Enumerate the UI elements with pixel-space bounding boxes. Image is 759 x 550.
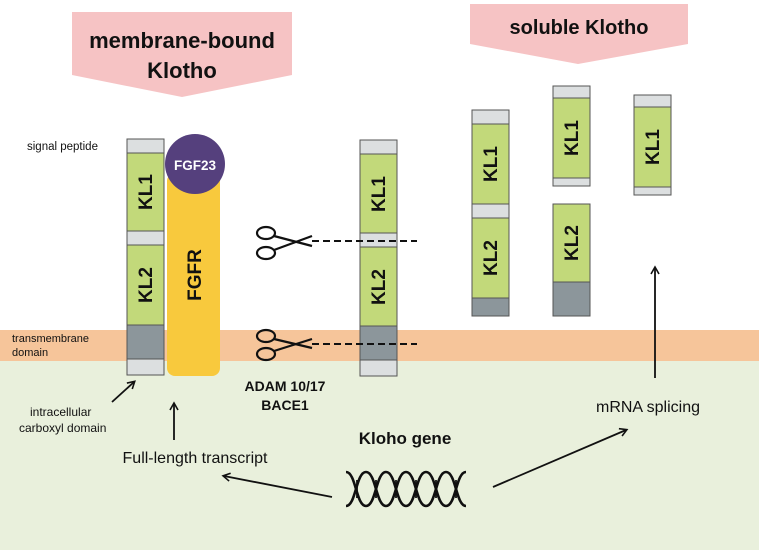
arrow-icon-gene-to-transcript: [221, 472, 333, 498]
kl2-label-soluble-split: KL2: [562, 225, 583, 261]
full-length-label: Full-length transcript: [123, 450, 269, 467]
soluble-klotho-spliced: [633, 94, 672, 196]
fgfr-label: FGFR: [185, 249, 206, 301]
membrane-bound-title-line2: Klotho: [147, 58, 217, 83]
soluble-klotho-kl2: [552, 203, 591, 317]
kl1-label-spliced: KL1: [643, 129, 664, 165]
cleaved-klotho: [359, 139, 398, 377]
membrane-bound-banner: membrane-bound Klotho: [72, 12, 292, 97]
kl2-label-cleaved: KL2: [369, 269, 390, 305]
dna-helix-icon: [345, 470, 467, 508]
fgf23-ligand: FGF23: [165, 134, 225, 194]
membrane-bound-title-line1: membrane-bound: [89, 28, 275, 53]
enzyme-label-adam: ADAM 10/17: [245, 378, 326, 394]
arrow-icon-gene-to-splicing: [492, 427, 629, 488]
membrane-bound-klotho: [126, 138, 165, 376]
kl1-label-cleaved: KL1: [369, 176, 390, 212]
kl2-label-soluble-full: KL2: [481, 240, 502, 276]
kl1-label-soluble-split: KL1: [562, 120, 583, 156]
gene-label: Kloho gene: [359, 429, 452, 448]
scissors-icon-upper: [255, 225, 313, 261]
kl2-label-membrane: KL2: [136, 267, 157, 303]
transmembrane-label-line1: transmembrane: [12, 333, 89, 345]
fgfr-receptor: FGFR: [167, 173, 220, 376]
cytoplasm-region: [0, 361, 759, 550]
kl1-label-membrane: KL1: [136, 174, 157, 210]
soluble-title: soluble Klotho: [510, 17, 649, 39]
transmembrane-label-line2: domain: [12, 347, 48, 359]
soluble-banner: soluble Klotho: [470, 4, 688, 64]
splicing-label: mRNA splicing: [596, 399, 700, 416]
soluble-klotho-full: [471, 109, 510, 317]
intracellular-label-line2: carboxyl domain: [19, 421, 106, 435]
enzyme-label-bace1: BACE1: [261, 397, 309, 413]
fgf23-label: FGF23: [174, 158, 217, 173]
soluble-klotho-kl1: [552, 85, 591, 187]
scissors-icon-lower: [255, 328, 313, 362]
kl1-label-soluble-full: KL1: [481, 146, 502, 182]
signal-peptide-label: signal peptide: [27, 141, 98, 153]
arrow-icon-intracellular: [111, 380, 136, 403]
intracellular-label-line1: intracellular: [30, 405, 91, 419]
